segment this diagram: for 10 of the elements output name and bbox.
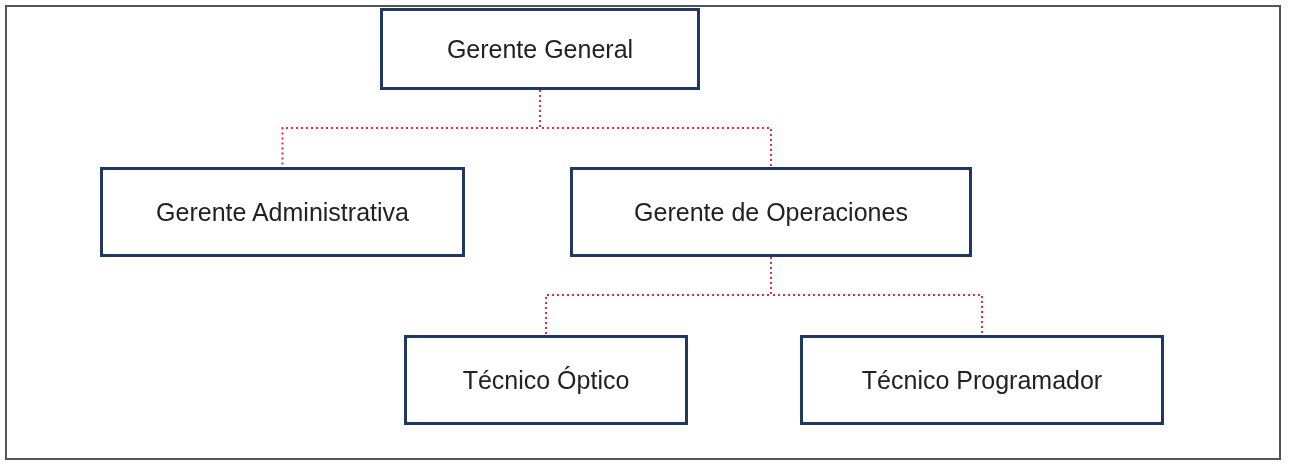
position-box	[100, 167, 465, 257]
position-box	[800, 335, 1164, 425]
position-title: Gerente General	[446, 34, 634, 64]
position-title: Técnico Programador	[861, 365, 1103, 395]
position-title: Técnico Óptico	[462, 365, 630, 395]
position-box	[570, 167, 972, 257]
position-title: Gerente de Operaciones	[634, 197, 908, 227]
position-box	[404, 335, 688, 425]
position-title: Gerente Administrativa	[156, 197, 409, 227]
position-box	[380, 8, 700, 90]
